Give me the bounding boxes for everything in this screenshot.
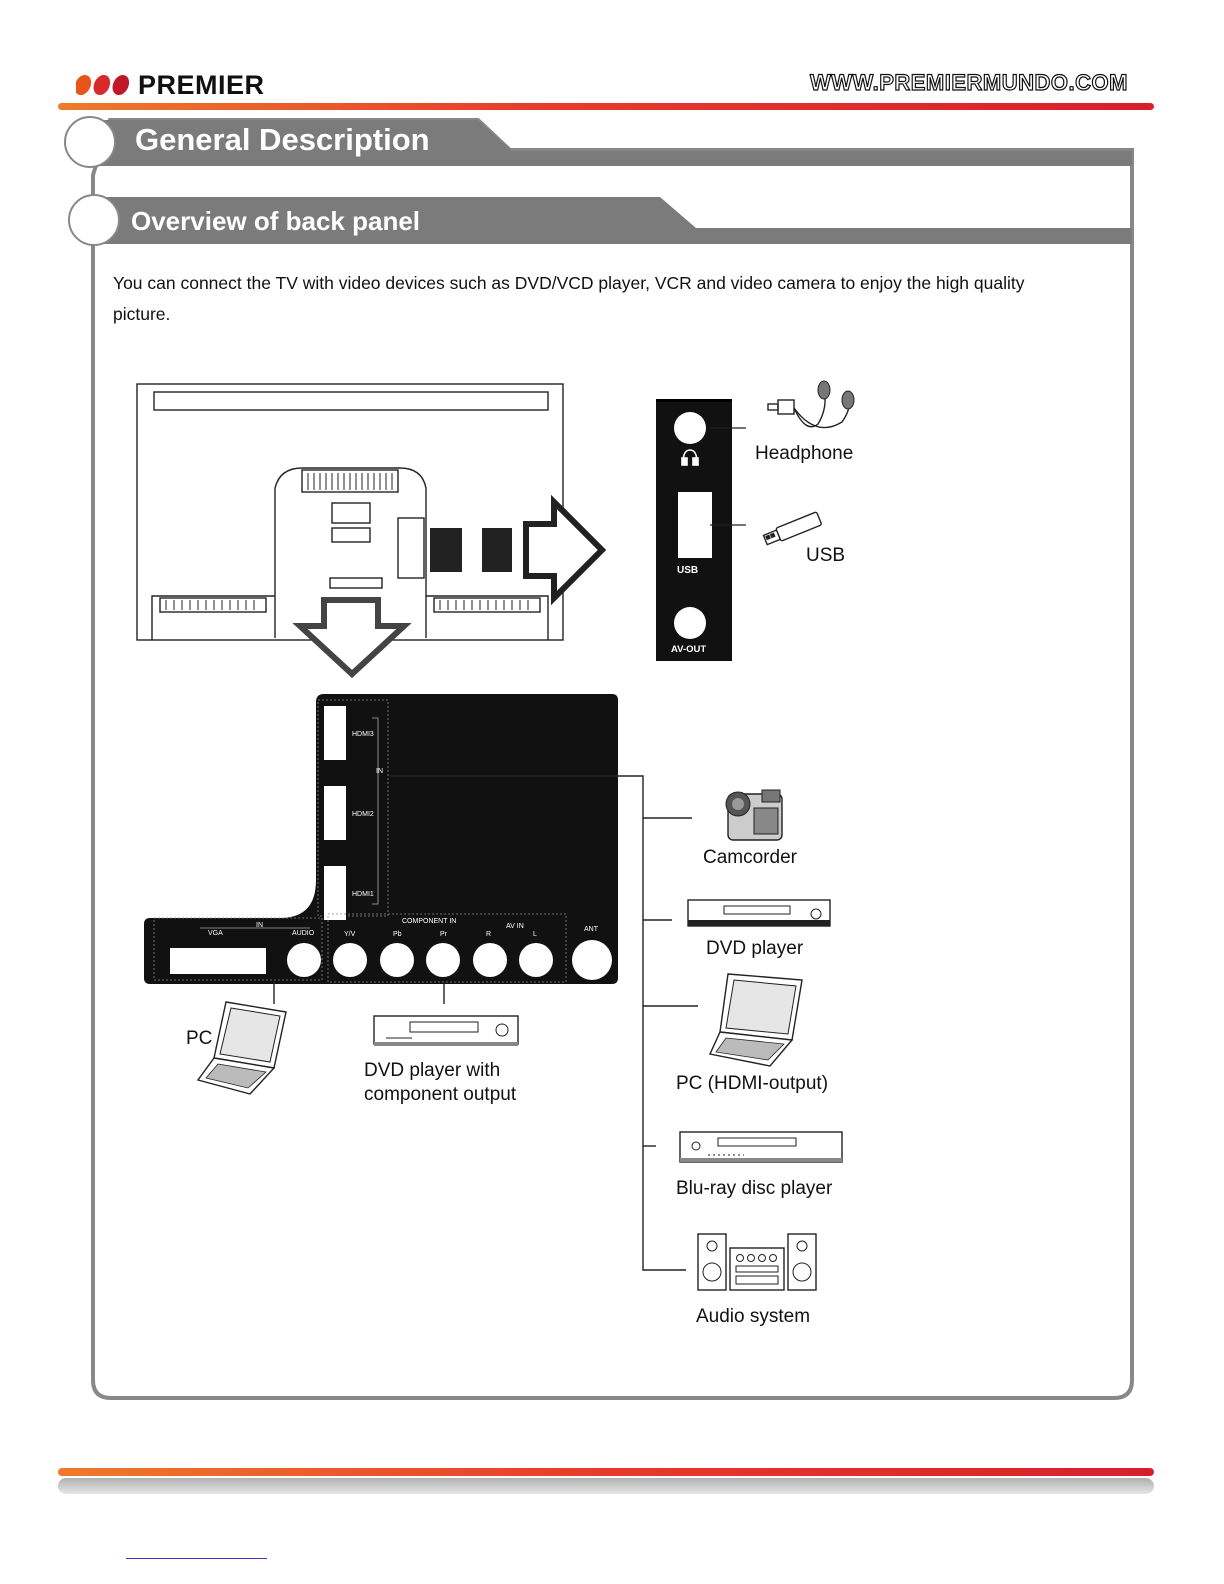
hdmi3-port bbox=[324, 706, 346, 760]
component-pr-jack bbox=[426, 943, 460, 977]
laptop-hdmi-icon bbox=[708, 973, 803, 1067]
audio-system-label: Audio system bbox=[696, 1306, 811, 1327]
component-y-jack bbox=[333, 943, 367, 977]
headphone-label: Headphone bbox=[755, 443, 854, 464]
component-pb-jack bbox=[380, 943, 414, 977]
ant-jack bbox=[572, 940, 612, 980]
av-out-label: AV-OUT bbox=[671, 644, 706, 655]
pr-label: Pr bbox=[440, 931, 448, 938]
audio-label: AUDIO bbox=[292, 930, 315, 937]
hdmi2-port bbox=[324, 786, 346, 840]
hdmi1-port bbox=[324, 866, 346, 920]
camcorder-label: Camcorder bbox=[703, 847, 797, 868]
website-url[interactable]: WWW.PREMIERMUNDO.COM bbox=[809, 69, 1128, 95]
usb-port-label: USB bbox=[677, 565, 698, 576]
audio-system-icon bbox=[697, 1233, 817, 1291]
dvd-component-label-2: component output bbox=[364, 1084, 517, 1105]
vga-label: VGA bbox=[208, 930, 223, 937]
intro-paragraph: You can connect the TV with video device… bbox=[113, 273, 1025, 324]
side-panel-leaders bbox=[710, 427, 746, 526]
footer-shadow bbox=[58, 1478, 1154, 1494]
headphone-jack bbox=[674, 412, 706, 444]
av-r-jack bbox=[473, 943, 507, 977]
headphone-jack-icon bbox=[681, 449, 699, 466]
section-title: General Description bbox=[135, 122, 430, 157]
footer-rule bbox=[58, 1468, 1154, 1476]
r-label: R bbox=[486, 931, 491, 938]
pc-label: PC bbox=[186, 1028, 213, 1049]
footnote-rule bbox=[126, 1558, 267, 1559]
headphone-icon bbox=[767, 380, 855, 429]
yv-label: Y/V bbox=[344, 931, 356, 938]
brand-name: PREMIER bbox=[138, 70, 265, 100]
l-label: L bbox=[533, 931, 537, 938]
dvd-player-icon bbox=[687, 899, 831, 927]
hdmi2-label: HDMI2 bbox=[352, 811, 374, 818]
component-in-label: COMPONENT IN bbox=[402, 918, 456, 925]
av-l-jack bbox=[519, 943, 553, 977]
brand-logo: PREMIER bbox=[76, 70, 316, 100]
header-rule bbox=[58, 103, 1154, 110]
usb-port bbox=[678, 492, 712, 558]
vga-port bbox=[170, 948, 266, 974]
pc-audio-jack bbox=[287, 943, 321, 977]
av-out-jack bbox=[674, 607, 706, 639]
usb-stick-icon bbox=[762, 511, 822, 546]
pc-hdmi-label: PC (HDMI-output) bbox=[676, 1073, 829, 1094]
ant-label: ANT bbox=[584, 926, 599, 933]
bluray-label: Blu-ray disc player bbox=[676, 1178, 833, 1199]
pc-in-label: IN bbox=[256, 922, 263, 929]
section-subtitle: Overview of back panel bbox=[131, 206, 421, 236]
side-panel: USB AV-OUT bbox=[656, 399, 732, 661]
usb-label: USB bbox=[806, 545, 846, 566]
hdmi3-label: HDMI3 bbox=[352, 731, 374, 738]
laptop-vga-icon bbox=[196, 1001, 287, 1095]
pb-label: Pb bbox=[393, 931, 402, 938]
hdmi-in-label: IN bbox=[376, 768, 383, 775]
dvd-player-label: DVD player bbox=[706, 938, 804, 959]
dvd-component-icon bbox=[373, 1015, 519, 1046]
bluray-player-icon bbox=[679, 1131, 843, 1163]
camcorder-icon bbox=[725, 789, 783, 841]
tv-back-illustration bbox=[136, 383, 607, 679]
logo-mark-icon bbox=[76, 75, 130, 95]
hdmi1-label: HDMI1 bbox=[352, 891, 374, 898]
connector-panel: HDMI3 HDMI2 HDMI1 IN IN VGA AUDIO COMPON… bbox=[144, 694, 618, 984]
av-in-label: AV IN bbox=[506, 923, 524, 930]
dvd-component-label-1: DVD player with bbox=[364, 1060, 501, 1081]
